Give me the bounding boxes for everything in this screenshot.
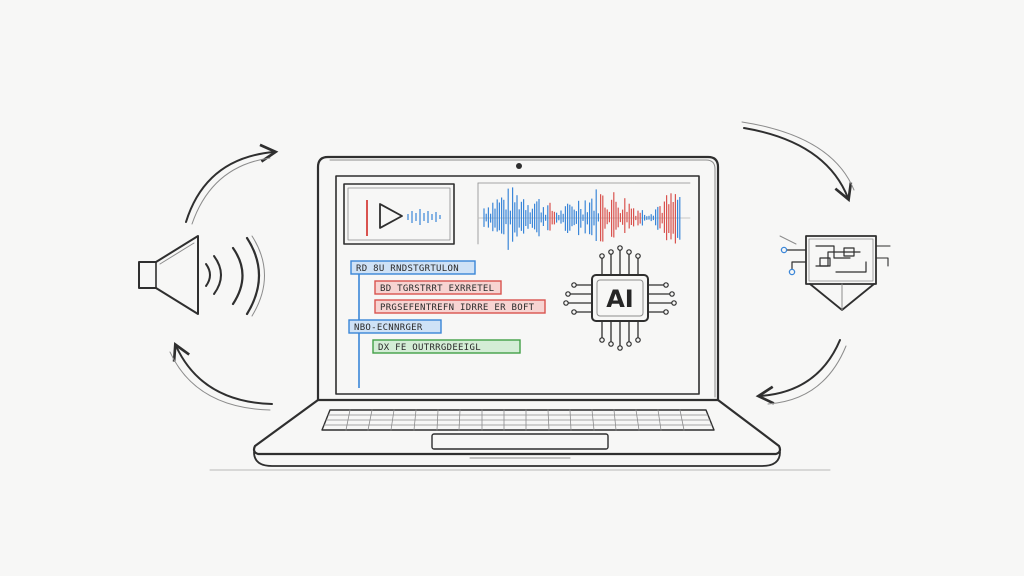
transcript-panel: RD 8U RNDSTGRTULON BD TGRSTRRT EXRRETEL … bbox=[348, 260, 546, 388]
svg-text:NBO-ECNNRGER: NBO-ECNNRGER bbox=[354, 323, 423, 333]
video-player bbox=[343, 183, 455, 245]
arrow-up-right-icon bbox=[185, 143, 279, 223]
svg-text:AI: AI bbox=[606, 285, 634, 313]
laptop-screen bbox=[335, 175, 700, 395]
document-icon bbox=[779, 235, 891, 311]
arrow-down-right-icon bbox=[743, 127, 853, 203]
svg-text:PRGSEFENTREFN IDRRE ER BOFT: PRGSEFENTREFN IDRRE ER BOFT bbox=[380, 303, 535, 313]
keyboard bbox=[321, 409, 715, 431]
transcript-label: RD 8U RNDSTGRTULON bbox=[350, 260, 476, 275]
svg-text:RD 8U RNDSTGRTULON: RD 8U RNDSTGRTULON bbox=[356, 264, 459, 274]
audio-waveform bbox=[477, 182, 691, 250]
ai-chip-icon: AI bbox=[563, 245, 677, 351]
svg-text:BD TGRSTRRT EXRRETEL: BD TGRSTRRT EXRRETEL bbox=[380, 284, 494, 294]
play-icon[interactable] bbox=[379, 203, 403, 229]
transcript-label: DX FE OUTRRGDEEIGL bbox=[372, 339, 521, 354]
arrow-down-left-icon bbox=[755, 339, 841, 405]
flow-arrows bbox=[169, 121, 855, 411]
speaker-icon bbox=[138, 235, 265, 317]
transcript-label: PRGSEFENTREFN IDRRE ER BOFT bbox=[374, 299, 546, 314]
webcam-icon bbox=[516, 163, 522, 169]
arrow-up-left-icon bbox=[172, 341, 273, 405]
transcript-label: NBO-ECNNRGER bbox=[348, 319, 442, 334]
touchpad bbox=[431, 433, 609, 450]
svg-text:DX FE OUTRRGDEEIGL: DX FE OUTRRGDEEIGL bbox=[378, 343, 481, 353]
laptop-base bbox=[252, 398, 782, 456]
transcript-label: BD TGRSTRRT EXRRETEL bbox=[374, 280, 502, 295]
laptop-lid bbox=[316, 155, 720, 402]
laptop bbox=[209, 155, 831, 471]
